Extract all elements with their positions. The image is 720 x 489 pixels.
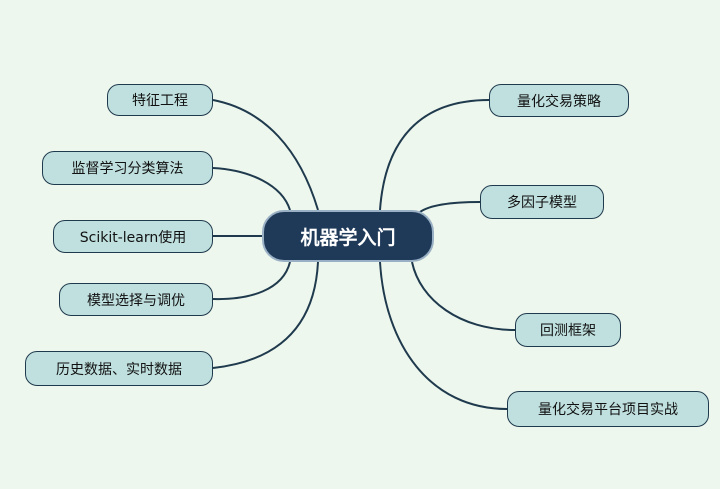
root-node: 机器学入门 bbox=[262, 210, 434, 262]
node-label: 监督学习分类算法 bbox=[71, 161, 184, 177]
link-left-5 bbox=[212, 261, 319, 369]
node-supervised-learning: 监督学习分类算法 bbox=[42, 151, 213, 185]
node-label: 历史数据、实时数据 bbox=[56, 361, 182, 378]
node-quant-strategy: 量化交易策略 bbox=[489, 84, 629, 117]
root-label: 机器学入门 bbox=[300, 226, 396, 249]
link-left-4 bbox=[212, 261, 291, 301]
node-label: 模型选择与调优 bbox=[87, 292, 185, 309]
node-multi-factor: 多因子模型 bbox=[480, 185, 604, 219]
node-quant-platform-project: 量化交易平台项目实战 bbox=[507, 391, 709, 427]
node-scikit-learn: Scikit-learn使用 bbox=[53, 220, 213, 253]
node-label: 多因子模型 bbox=[507, 195, 577, 211]
node-label: Scikit-learn使用 bbox=[79, 229, 187, 246]
link-left-1 bbox=[212, 99, 319, 211]
node-feature-engineering: 特征工程 bbox=[107, 84, 213, 116]
node-historical-data: 历史数据、实时数据 bbox=[25, 351, 213, 386]
node-label: 回测框架 bbox=[540, 323, 596, 339]
link-right-3 bbox=[411, 261, 516, 331]
link-right-1 bbox=[379, 99, 490, 211]
node-label: 量化交易平台项目实战 bbox=[538, 402, 678, 418]
node-model-selection: 模型选择与调优 bbox=[59, 283, 213, 316]
node-label: 特征工程 bbox=[132, 93, 188, 109]
link-left-2 bbox=[212, 167, 291, 211]
node-backtest: 回测框架 bbox=[515, 313, 621, 347]
link-right-4 bbox=[379, 261, 508, 410]
node-label: 量化交易策略 bbox=[517, 93, 601, 110]
link-right-2 bbox=[419, 201, 481, 213]
